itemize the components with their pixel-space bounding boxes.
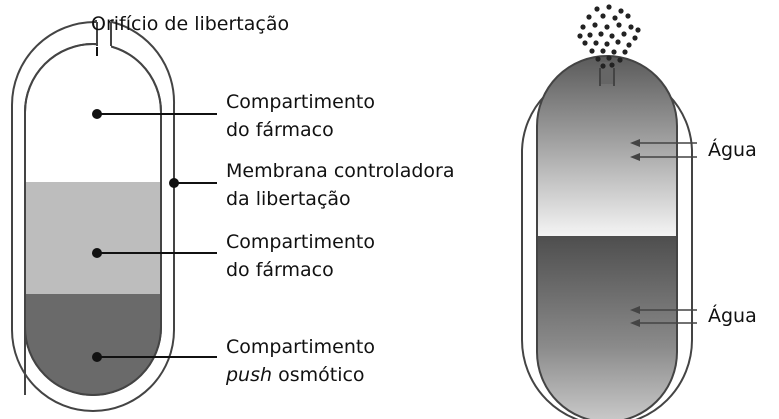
- particle: [609, 33, 615, 39]
- upper-drug-compartment-label: Compartimento do fármaco: [226, 88, 375, 144]
- membrane-label-line2: da libertação: [226, 188, 351, 210]
- particle: [586, 14, 592, 20]
- particle: [621, 31, 627, 37]
- orifice-label: Orifício de libertação: [91, 13, 290, 35]
- particle: [604, 41, 610, 47]
- push-compartment-label: Compartimento push osmótico: [226, 333, 375, 389]
- left-capsule-inner-outline: [24, 43, 162, 396]
- particle: [600, 13, 606, 19]
- particle: [577, 33, 583, 39]
- particle: [600, 63, 606, 69]
- particle: [625, 13, 631, 19]
- particle: [622, 49, 628, 55]
- lower-drug-compartment-label-line1: Compartimento: [226, 231, 375, 253]
- particle: [582, 40, 588, 46]
- left-capsule-outer-membrane: [11, 20, 176, 412]
- right-drug-layer: [537, 56, 677, 236]
- particle: [617, 57, 623, 63]
- push-compartment-label-line2: push osmótico: [226, 361, 375, 389]
- membrane-label-line1: Membrana controladora: [226, 160, 455, 182]
- particle: [604, 24, 610, 30]
- left-push-layer: [25, 294, 161, 395]
- particle: [612, 15, 618, 21]
- particle: [618, 8, 624, 14]
- particle: [606, 4, 612, 10]
- particle: [587, 32, 593, 38]
- left-lower-drug-layer: [25, 182, 161, 294]
- particle: [616, 22, 622, 28]
- particle: [598, 31, 604, 37]
- push-rest: osmótico: [272, 364, 365, 386]
- particle: [594, 6, 600, 12]
- membrane-label: Membrana controladora da libertação: [226, 157, 454, 213]
- particle: [593, 40, 599, 46]
- particle: [626, 42, 632, 48]
- particle: [611, 49, 617, 55]
- particle: [632, 35, 638, 41]
- left-capsule: [11, 14, 217, 412]
- upper-drug-compartment-label-line1: Compartimento: [226, 91, 375, 113]
- push-compartment-label-line1: Compartimento: [226, 336, 375, 358]
- lower-drug-compartment-label: Compartimento do fármaco: [226, 228, 375, 284]
- particle: [595, 56, 601, 62]
- right-capsule: [521, 4, 697, 419]
- right-capsule-inner-outline: [536, 55, 678, 419]
- particle: [589, 48, 595, 54]
- upper-drug-compartment-label-line2: do fármaco: [226, 119, 334, 141]
- right-push-layer: [537, 236, 677, 419]
- particle: [600, 48, 606, 54]
- particle: [635, 27, 641, 33]
- water-label-upper: Água: [708, 139, 757, 161]
- push-word: push: [226, 364, 273, 386]
- particle: [609, 62, 615, 68]
- right-capsule-outer-membrane: [521, 68, 693, 419]
- particle: [628, 24, 634, 30]
- particle: [615, 39, 621, 45]
- particle: [606, 55, 612, 61]
- particle: [592, 22, 598, 28]
- lower-drug-compartment-label-line2: do fármaco: [226, 259, 334, 281]
- water-label-lower: Água: [708, 305, 757, 327]
- particle: [580, 24, 586, 30]
- released-drug-particles: [577, 4, 641, 69]
- left-orifice: [97, 14, 111, 48]
